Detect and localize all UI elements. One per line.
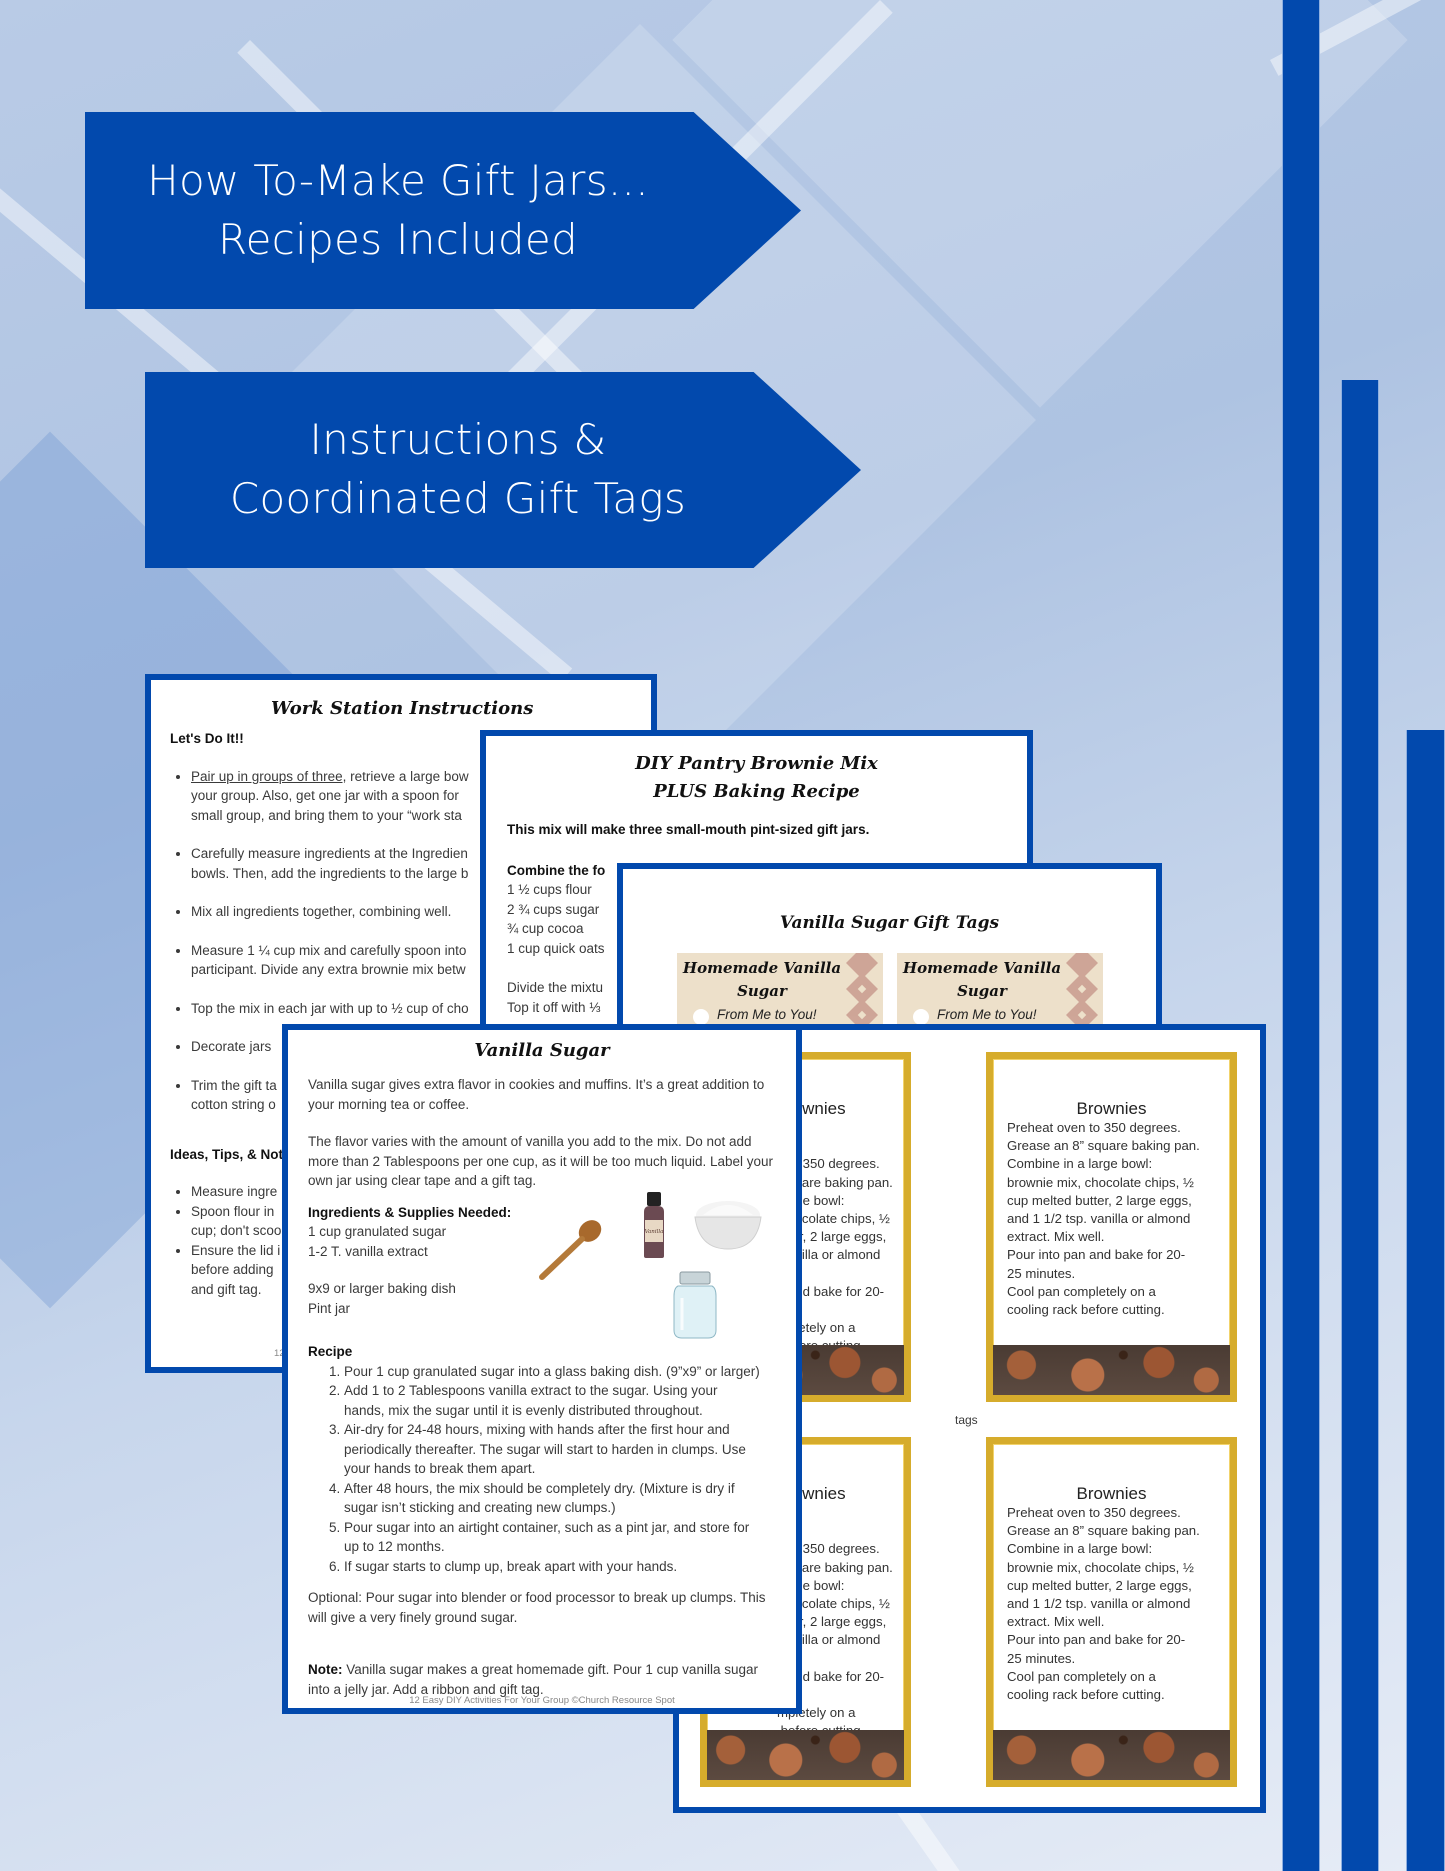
section-heading: Recipe xyxy=(308,1344,353,1359)
page-footer: 12 Easy DIY Activities For Your Group ©C… xyxy=(409,1695,675,1706)
list-item: Measure 1 ¼ cup mix and carefully spoon … xyxy=(191,941,651,980)
ingredient: 1-2 T. vanilla extract xyxy=(308,1243,428,1259)
instruction-list: Pair up in groups of three, retrieve a l… xyxy=(151,767,651,1115)
page-number: 12 xyxy=(274,1348,285,1359)
banner-line: Instructions & xyxy=(309,415,607,465)
page-title: Vanilla Sugar xyxy=(474,1040,610,1061)
page-title: Vanilla Sugar Gift Tags xyxy=(779,913,1000,933)
ingredient-list: 1 ½ cups flour 2 ¾ cups sugar ¾ cup coco… xyxy=(507,880,1027,958)
banner-line: Recipes Included xyxy=(218,214,578,264)
list-item: Decorate jars xyxy=(191,1037,651,1057)
recipe-steps: Pour 1 cup granulated sugar into a glass… xyxy=(326,1362,778,1577)
list-item: Measure ingre xyxy=(191,1182,651,1202)
ingredient: ¾ cup cocoa xyxy=(507,921,584,936)
ingredient-list: 1 cup granulated sugar 1-2 T. vanilla ex… xyxy=(308,1222,796,1261)
section-heading: Ingredients & Supplies Needed: xyxy=(308,1204,512,1220)
recipe-step: After 48 hours, the mix should be comple… xyxy=(344,1479,760,1518)
brownie-tag-card: Brownies Preheat oven to 350 degrees.Gre… xyxy=(986,1052,1237,1402)
note-text: Vanilla sugar makes a great homemade gif… xyxy=(308,1662,758,1697)
brownie-photo xyxy=(707,1730,904,1780)
title-banner: How To-Make Gift Jars... Recipes Include… xyxy=(85,112,801,309)
decor-stripe-2 xyxy=(1341,380,1379,1871)
decor-stripe-1 xyxy=(1282,0,1320,1871)
card-body: Preheat oven to 350 degrees.Grease an 8”… xyxy=(1007,1505,1200,1703)
title-line: DIY Pantry Brownie Mix xyxy=(635,753,878,774)
card-body: Preheat oven to 350 degrees.Grease an 8”… xyxy=(1007,1120,1200,1318)
section-heading: Ideas, Tips, & Not xyxy=(170,1146,284,1162)
ingredient: 2 ¾ cups sugar xyxy=(507,901,600,917)
brownie-photo xyxy=(993,1730,1230,1780)
diamond-pattern-icon xyxy=(846,953,878,1031)
supply: Pint jar xyxy=(308,1300,351,1316)
sugar-bowl-icon xyxy=(694,1201,762,1250)
ingredient: 1 ½ cups flour xyxy=(507,882,592,897)
intro-paragraph: Vanilla sugar gives extra flavor in cook… xyxy=(308,1077,765,1112)
gift-tags-page: Vanilla Sugar Gift Tags Homemade Vanilla… xyxy=(617,863,1162,1053)
tag-from: From Me to You! xyxy=(717,1007,817,1022)
supply-list: 9x9 or larger baking dish Pint jar xyxy=(308,1279,796,1318)
section-heading: Combine the fo xyxy=(507,862,606,878)
list-item: Top the mix in each jar with up to ½ cup… xyxy=(191,999,651,1019)
recipe-step: If sugar starts to clump up, break apart… xyxy=(344,1557,760,1577)
ingredient: 1 cup quick oats xyxy=(507,940,605,956)
recipe-step: Pour sugar into an airtight container, s… xyxy=(344,1518,760,1557)
list-item: Pair up in groups of three, retrieve a l… xyxy=(191,767,651,826)
subtitle-banner: Instructions & Coordinated Gift Tags xyxy=(145,372,861,568)
banner-line: Coordinated Gift Tags xyxy=(229,474,687,523)
banner-line: How To-Make Gift Jars... xyxy=(147,155,649,205)
list-item: Mix all ingredients together, combining … xyxy=(191,902,651,922)
instruction-line: Divide the mixtu xyxy=(507,980,604,995)
page-title: Work Station Instructions xyxy=(271,698,534,719)
note-label: Note: xyxy=(308,1662,343,1677)
list-item: Carefully measure ingredients at the Ing… xyxy=(191,844,651,883)
flavor-paragraph: The flavor varies with the amount of van… xyxy=(308,1134,774,1188)
page-title: DIY Pantry Brownie Mix PLUS Baking Recip… xyxy=(486,750,1027,806)
vanilla-sugar-page: Vanilla Sugar Vanilla sugar gives extra … xyxy=(282,1024,802,1714)
optional-paragraph: Optional: Pour sugar into blender or foo… xyxy=(308,1590,766,1625)
ingredient: 1 cup granulated sugar xyxy=(308,1224,447,1239)
wooden-spoon-icon xyxy=(539,1220,602,1280)
svg-text:Vanilla: Vanilla xyxy=(645,1229,664,1235)
tag-from: From Me to You! xyxy=(937,1007,1037,1022)
title-line: PLUS Baking Recipe xyxy=(653,781,860,802)
intro-text: This mix will make three small-mouth pin… xyxy=(507,822,870,837)
decor-stripe-3 xyxy=(1406,730,1445,1871)
tag-hole-icon xyxy=(693,1009,709,1025)
vanilla-bottle-icon: Vanilla xyxy=(644,1192,664,1258)
tags-label: tags xyxy=(955,1413,978,1427)
note-paragraph: Note: Vanilla sugar makes a great homema… xyxy=(308,1660,782,1699)
tag-hole-icon xyxy=(913,1009,929,1025)
card-title: Brownies xyxy=(1076,1484,1147,1503)
recipe-step: Air-dry for 24-48 hours, mixing with han… xyxy=(344,1420,760,1479)
brownie-photo xyxy=(993,1345,1230,1395)
glass-jar-icon xyxy=(673,1271,717,1339)
brownie-tag-card: Brownies Preheat oven to 350 degrees.Gre… xyxy=(986,1437,1237,1787)
recipe-step: Add 1 to 2 Tablespoons vanilla extract t… xyxy=(344,1381,760,1420)
card-title: Brownies xyxy=(1076,1099,1147,1118)
instructions: Divide the mixtu Top it off with ⅓ xyxy=(507,978,1027,1017)
diamond-pattern-icon xyxy=(1066,953,1098,1031)
supply: 9x9 or larger baking dish xyxy=(308,1281,456,1296)
section-heading: Let's Do It!! xyxy=(170,731,244,746)
instruction-line: Top it off with ⅓ xyxy=(507,999,601,1015)
recipe-step: Pour 1 cup granulated sugar into a glass… xyxy=(344,1362,760,1382)
